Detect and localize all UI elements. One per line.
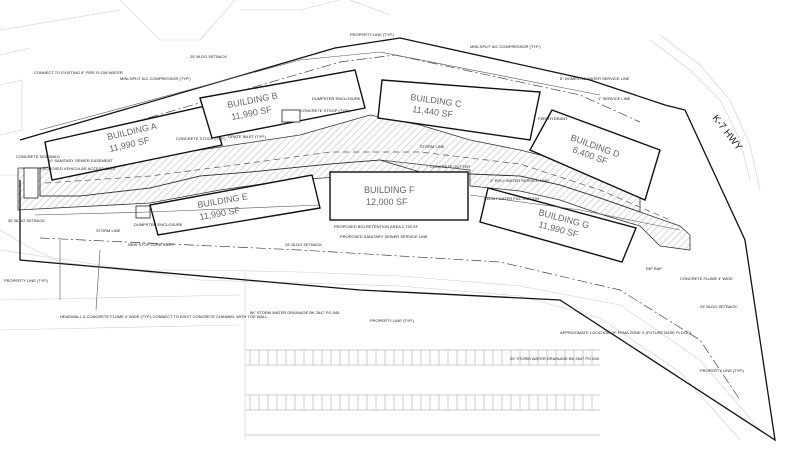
note-setback-right: 25' BLDG SETBACK xyxy=(700,304,737,309)
note-vehicular-gate: PROPOSED VEHICULAR ACCESS GATE xyxy=(40,166,116,171)
note-property-line-top: PROPERTY LINE (TYP.) xyxy=(350,32,395,37)
parking-stall-ticks xyxy=(249,350,593,410)
note-floodplain: APPROXIMATE LOCATION OF FEMA ZONE X (FUT… xyxy=(560,330,692,335)
note-service-line: 1" SERVICE LINE xyxy=(598,96,631,101)
note-storm-line-mid: STORM LINE xyxy=(420,144,445,149)
note-connect-fire: CONNECT TO EXISTING 8" FIRE FLOW WATER xyxy=(34,70,123,75)
utility-lines xyxy=(34,51,681,311)
note-setback-mid: 25' BLDG SETBACK xyxy=(285,242,322,247)
note-setback-left: 30' BLDG SETBACK xyxy=(8,218,45,223)
note-property-line-right: PROPERTY LINE (TYP.) xyxy=(700,368,745,373)
building-e xyxy=(149,174,321,236)
annotations: PROPERTY LINE (TYP.) 25' BLDG SETBACK CO… xyxy=(4,32,745,373)
note-storm-line-left: STORM LINE xyxy=(96,228,121,233)
note-setback-top: 25' BLDG SETBACK xyxy=(190,54,227,59)
note-sanitary-service: PROPOSED SANITARY SEWER SERVICE LINE xyxy=(340,234,428,239)
dumpster-enclosure-north xyxy=(281,109,301,123)
note-property-line-mid: PROPERTY LINE (TYP.) xyxy=(370,318,415,323)
note-mini-split: MINI-SPLIT A/C COMPRESSOR (TYP.) xyxy=(120,76,191,81)
background-linework xyxy=(0,0,761,441)
note-concrete-gutter: CONCRETE GUTTER xyxy=(430,164,470,169)
building-f xyxy=(329,171,469,221)
note-sewer-easement: 10' SANITARY SEWER EASEMENT xyxy=(48,158,113,163)
note-property-line-left: PROPERTY LINE (TYP.) xyxy=(4,278,49,283)
building-d xyxy=(529,109,661,201)
highway-label: K-7 HWY xyxy=(710,113,745,153)
note-bioretention: PROPOSED BIO-RETENTION AREA 1,730 SF xyxy=(334,224,419,229)
note-concrete-stoop-a: CONCRETE STOOP (TYP.) xyxy=(176,136,226,141)
note-drainage-1: 8K' STORM WATER DRAINAGE BK 2647 PG 545 xyxy=(250,310,340,315)
note-grate-inlet: GRATE INLET (TYP.) xyxy=(228,134,267,139)
concrete-pad-west xyxy=(23,167,39,199)
note-finish-water: FINISH WATER FILL STATION xyxy=(484,196,539,201)
note-drainage-2: 25' STORM WATER DRAINAGE BK 2647 PG 549 xyxy=(510,356,600,361)
note-new-curb-inlet: NEW STOP CURB INLET xyxy=(128,242,175,247)
note-poly-water: 1" POLY WATER SERVICE LINE xyxy=(490,178,549,183)
note-dumpster-low: DUMPSTER ENCLOSURE xyxy=(134,222,183,227)
building-b xyxy=(199,69,366,139)
building-c xyxy=(377,79,541,141)
building-f-area: 12,000 SF xyxy=(366,197,408,207)
note-concrete-flume: CONCRETE FLUME 4' WIDE xyxy=(680,276,733,281)
note-water-service: 6" DOMESTIC WATER SERVICE LINE xyxy=(560,76,630,81)
note-fire-hydrant: FIRE HYDRANT xyxy=(538,116,568,121)
property-boundary xyxy=(19,37,776,442)
building-g xyxy=(479,187,637,263)
building-a xyxy=(44,104,223,181)
building-f-name: BUILDING F xyxy=(364,185,415,195)
note-concrete-stoop-b: CONCRETE STOOP (TYP.) xyxy=(300,108,350,113)
aisle-centerline xyxy=(44,151,671,221)
note-dumpster-top: DUMPSTER ENCLOSURE xyxy=(312,96,361,101)
note-headwall: HEADWALL & CONCRETE FLUME 4' WIDE (TYP.)… xyxy=(60,314,268,319)
setback-line-south xyxy=(39,237,741,401)
note-concrete-sidewalk: CONCRETE SIDEWALK xyxy=(16,154,60,159)
note-rip-rap: RIP RAP xyxy=(646,266,662,271)
note-mini-split-right: MINI-SPLIT A/C COMPRESSOR (TYP.) xyxy=(470,44,541,49)
